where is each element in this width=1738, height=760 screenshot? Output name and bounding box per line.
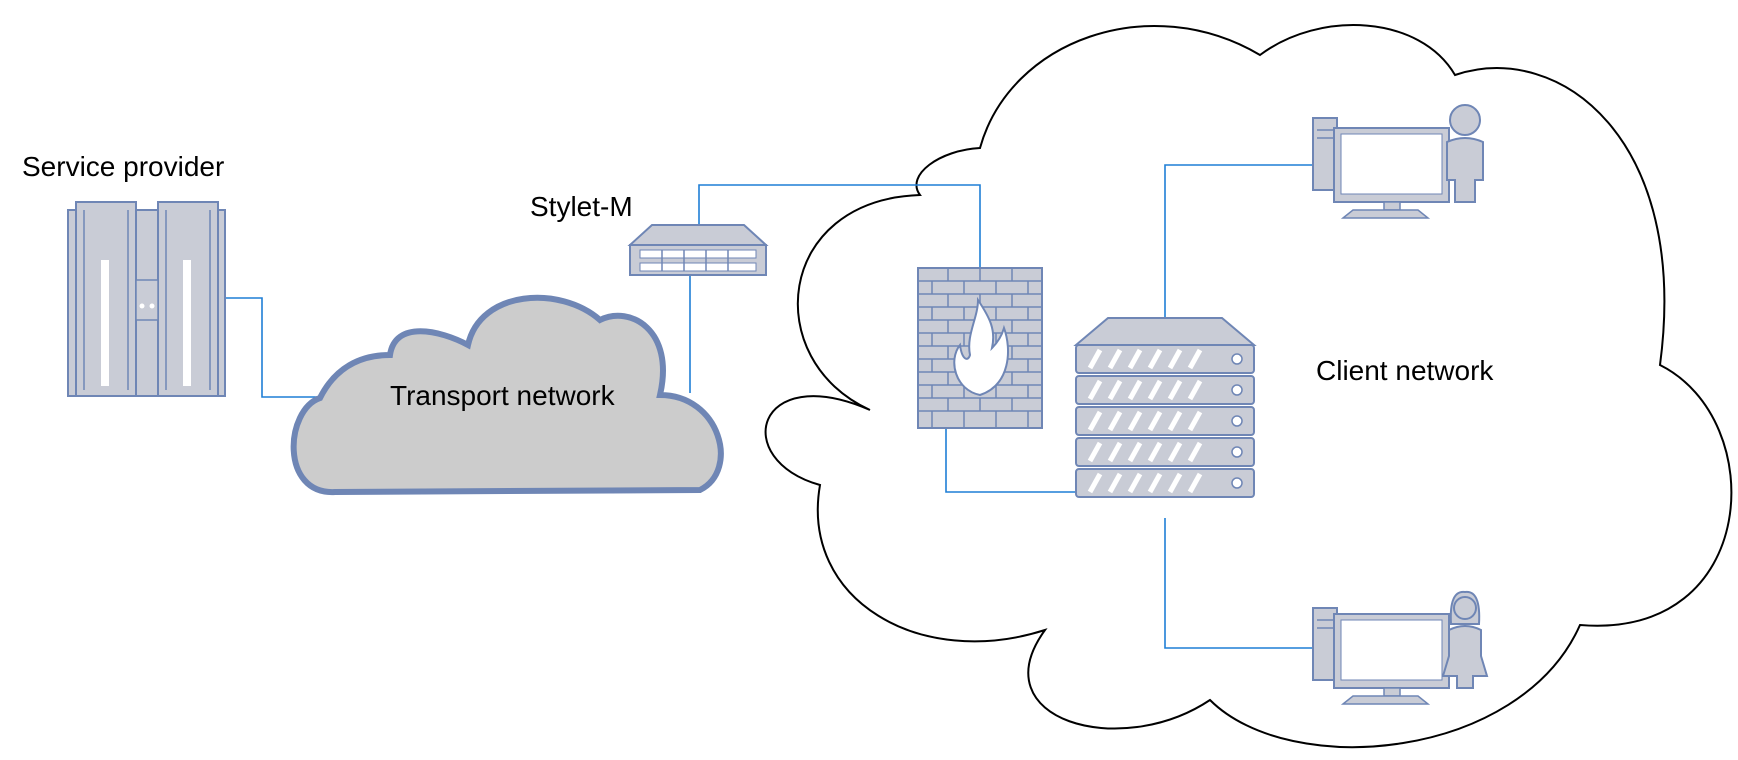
user-female-icon [1441, 590, 1489, 689]
firewall-icon [917, 267, 1043, 429]
user-male-icon [1446, 104, 1484, 203]
flame-icon [953, 296, 1010, 397]
link-provider-transport [226, 297, 320, 398]
transport-network-label: Transport network [390, 380, 616, 411]
connection-lines [226, 164, 1313, 649]
server-unit [1075, 344, 1255, 374]
service-provider-label: Service provider [22, 151, 224, 182]
link-server-workstation-top [1164, 164, 1313, 318]
link-server-workstation-bottom [1164, 518, 1313, 649]
client-network-label: Client network [1316, 355, 1494, 386]
workstation-icon [1312, 117, 1450, 219]
server-unit [1075, 375, 1255, 405]
transport-network-cloud [290, 294, 724, 496]
stylet-m-label: Stylet-M [530, 191, 633, 222]
mainframe-icon [67, 201, 226, 397]
link-stylet-firewall [698, 184, 981, 270]
workstation-icon [1312, 607, 1450, 705]
server-unit [1075, 406, 1255, 436]
server-unit [1075, 437, 1255, 467]
link-firewall-server [945, 428, 1076, 493]
server-rack-icon [1073, 317, 1257, 498]
rack-appliance-icon [627, 224, 769, 276]
server-unit [1075, 468, 1255, 498]
